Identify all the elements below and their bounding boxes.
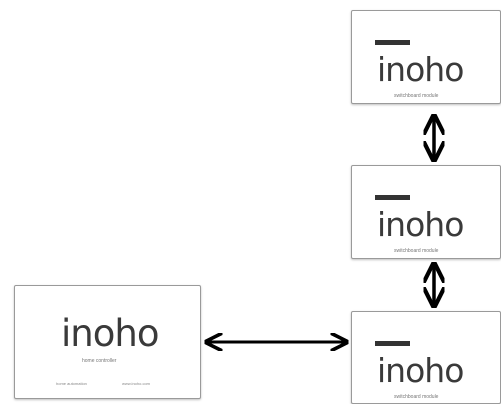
controller-footer-left: home automation (56, 381, 87, 386)
module-subtitle: switchboard module (394, 93, 439, 99)
module-logo-text: inoho (377, 50, 464, 89)
switchboard-module-card-3: inoho switchboard module (351, 311, 501, 404)
controller-footer-right: www.inoho.com (122, 381, 151, 386)
module-logo-text: inoho (377, 205, 464, 244)
switchboard-module-card-1: inoho switchboard module (351, 10, 501, 104)
controller-logo-text: inoho (61, 312, 159, 355)
module-subtitle: switchboard module (394, 248, 439, 254)
controller-subtitle: home controller (82, 358, 117, 364)
home-controller-card: inoho home controller home automation ww… (14, 285, 201, 399)
switchboard-module-card-2: inoho switchboard module (351, 165, 501, 259)
module-accent-bar (375, 341, 410, 346)
module-accent-bar (375, 195, 410, 200)
module-subtitle: switchboard module (394, 394, 439, 400)
module-logo-text: inoho (377, 351, 464, 390)
module-accent-bar (375, 40, 410, 45)
